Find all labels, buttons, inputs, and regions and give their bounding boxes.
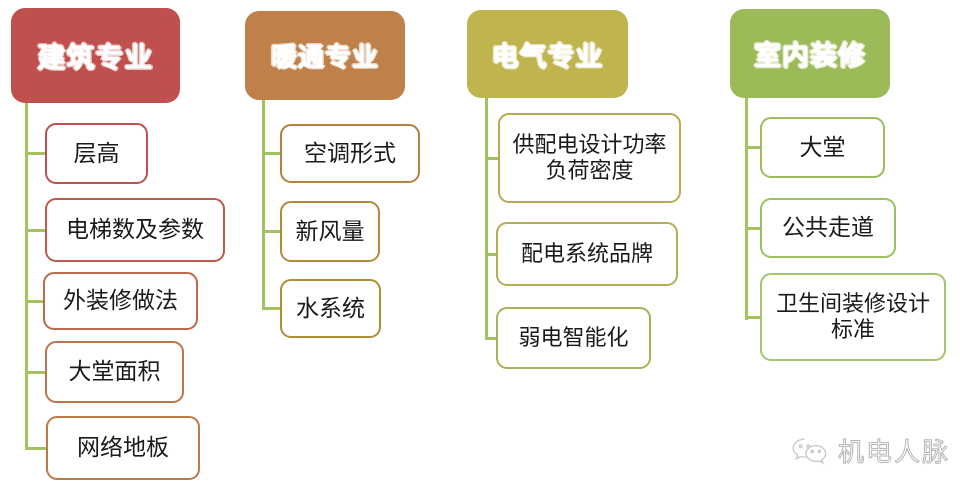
node-label: 卫生间装修设计标准 — [775, 291, 930, 342]
column-header-label: 暖通专业 — [270, 42, 379, 72]
node-hvac-0[interactable]: 空调形式 — [280, 124, 420, 183]
node-label: 水系统 — [296, 294, 365, 321]
node-label: 大堂 — [799, 133, 846, 160]
connector-branch — [25, 299, 43, 303]
connector-branch — [262, 152, 280, 155]
node-interior-1[interactable]: 公共走道 — [760, 198, 896, 258]
watermark: 机电人脉 — [790, 432, 950, 469]
node-label: 空调形式 — [304, 139, 396, 166]
node-architecture-2[interactable]: 外装修做法 — [43, 272, 198, 330]
node-architecture-0[interactable]: 层高 — [45, 123, 148, 184]
node-label: 电梯数及参数 — [66, 216, 204, 243]
node-electrical-2[interactable]: 弱电智能化 — [496, 307, 651, 369]
connector-trunk-architecture — [25, 103, 28, 450]
node-label: 新风量 — [295, 217, 365, 244]
column-header-label: 电气专业 — [491, 41, 604, 72]
connector-branch — [262, 307, 280, 310]
connector-branch — [485, 156, 498, 160]
column-header-label: 室内装修 — [754, 41, 866, 71]
watermark-text: 机电人脉 — [837, 438, 951, 469]
node-interior-2[interactable]: 卫生间装修设计标准 — [760, 273, 946, 361]
connector-trunk-hvac — [262, 100, 265, 308]
connector-branch — [485, 252, 496, 256]
node-label: 公共走道 — [782, 214, 874, 241]
wechat-icon — [790, 436, 830, 466]
node-interior-0[interactable]: 大堂 — [760, 117, 885, 178]
column-header-hvac[interactable]: 暖通专业 — [245, 11, 405, 100]
connector-trunk-electrical — [485, 98, 488, 338]
connector-branch — [745, 226, 760, 230]
connector-branch — [485, 336, 496, 340]
column-header-label: 建筑专业 — [37, 41, 154, 73]
node-label: 层高 — [73, 139, 120, 166]
node-architecture-4[interactable]: 网络地板 — [46, 416, 200, 480]
node-label: 弱电智能化 — [518, 325, 629, 351]
node-label: 供配电设计功率负荷密度 — [512, 132, 667, 183]
node-architecture-1[interactable]: 电梯数及参数 — [45, 198, 225, 262]
connector-branch — [25, 370, 45, 374]
node-label: 网络地板 — [77, 434, 169, 461]
column-header-architecture[interactable]: 建筑专业 — [11, 8, 180, 103]
connector-branch — [25, 152, 45, 155]
node-label: 配电系统品牌 — [520, 241, 653, 267]
connector-branch — [25, 446, 46, 450]
column-header-electrical[interactable]: 电气专业 — [467, 10, 628, 98]
node-hvac-2[interactable]: 水系统 — [280, 279, 381, 338]
connector-trunk-interior — [745, 98, 748, 320]
node-label: 大堂面积 — [68, 358, 161, 385]
node-electrical-1[interactable]: 配电系统品牌 — [496, 222, 678, 286]
column-header-interior[interactable]: 室内装修 — [730, 9, 890, 98]
connector-branch — [25, 228, 45, 232]
node-electrical-0[interactable]: 供配电设计功率负荷密度 — [498, 113, 681, 203]
connector-branch — [745, 315, 760, 319]
node-architecture-3[interactable]: 大堂面积 — [45, 341, 184, 403]
connector-branch — [262, 230, 280, 233]
node-label: 外装修做法 — [63, 287, 178, 314]
node-hvac-1[interactable]: 新风量 — [280, 201, 380, 262]
connector-branch — [745, 146, 760, 149]
